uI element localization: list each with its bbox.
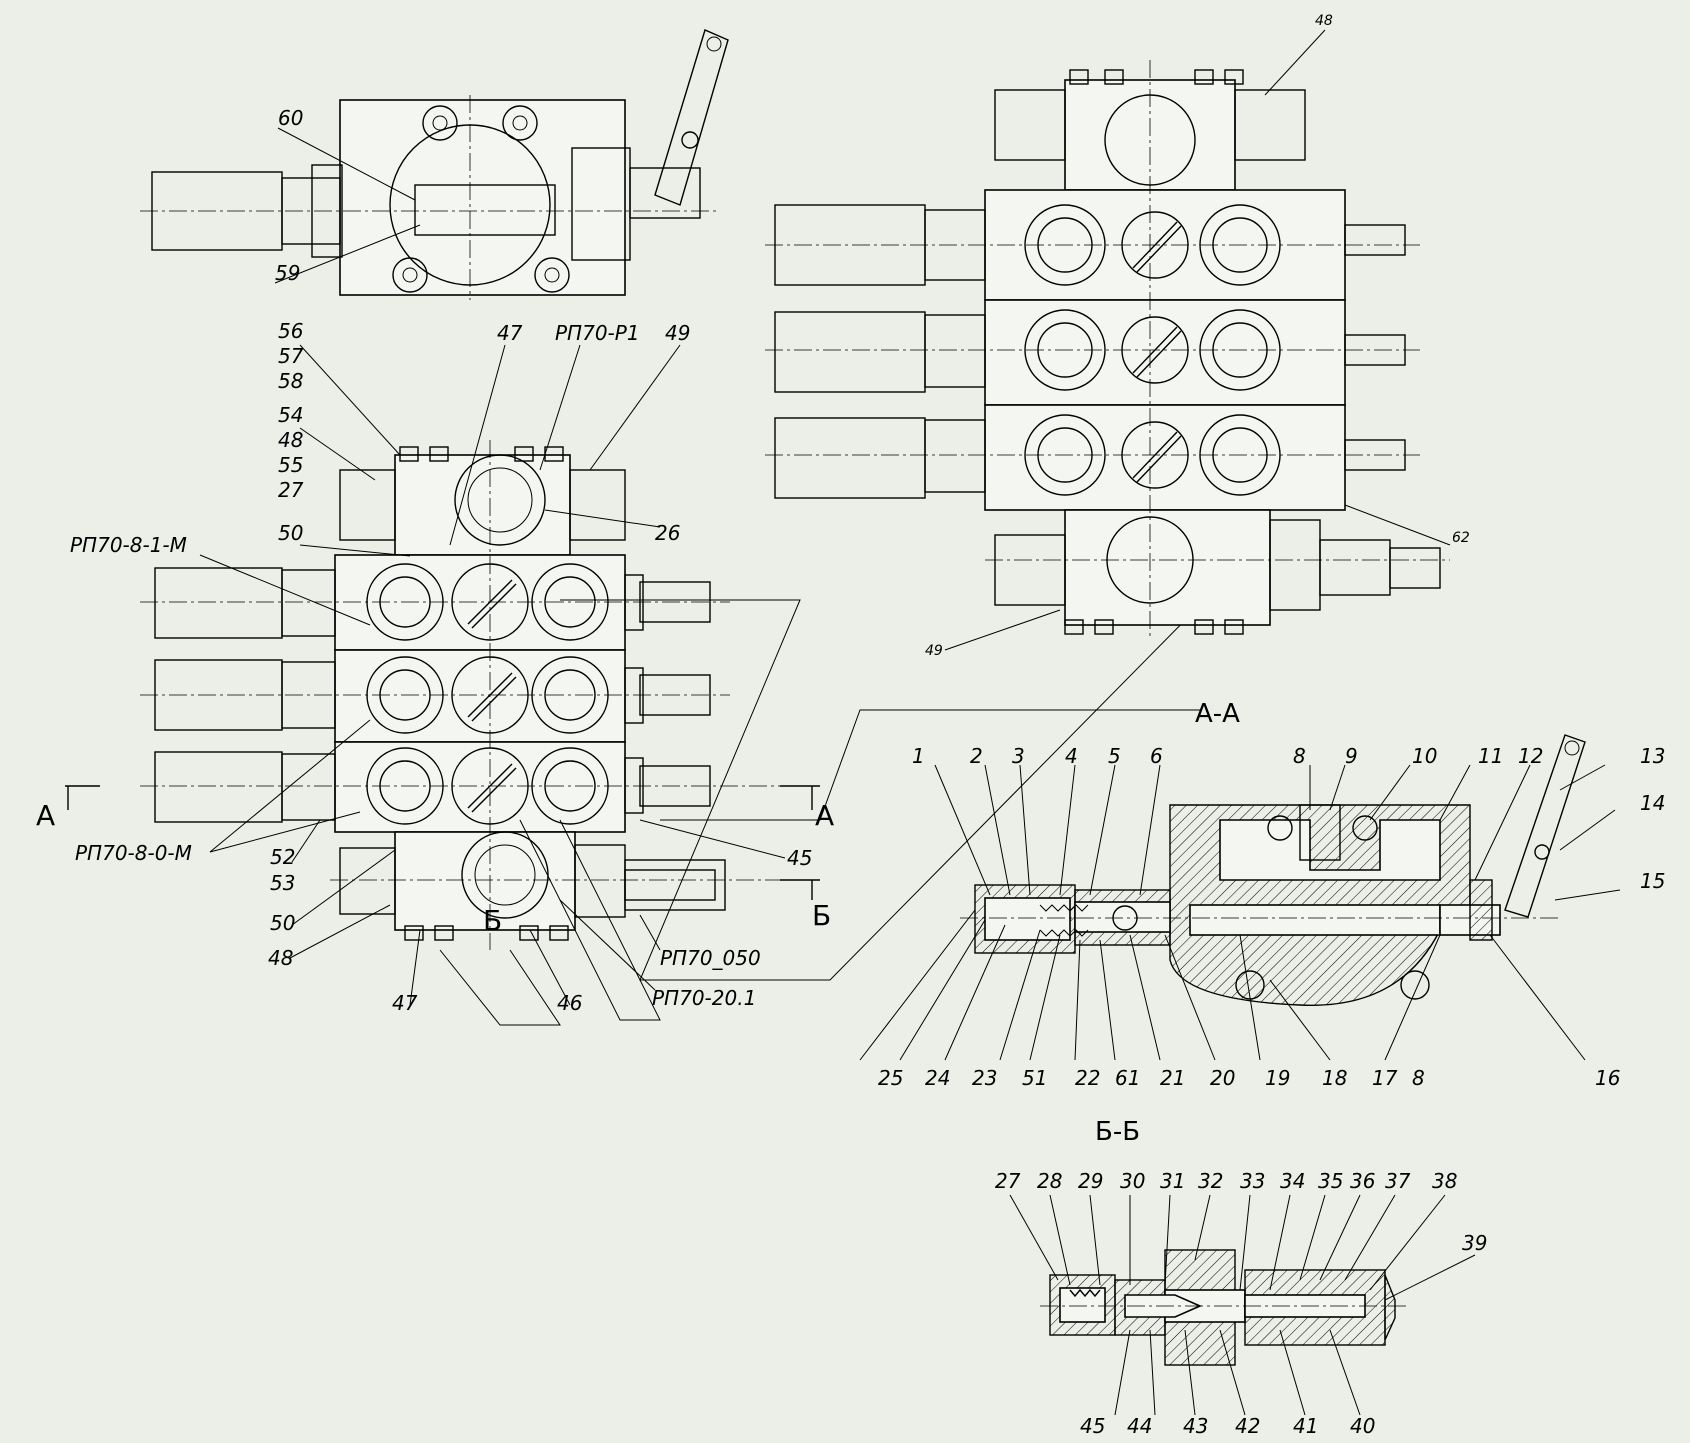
callout-aa-5: 5 [1108,744,1121,768]
section-block-3 [154,741,711,833]
callout-49: 49 [665,321,690,345]
callout-aa-17: 17 [1372,1066,1398,1090]
section-mark-a-right: А [815,799,834,832]
callout-bb-39: 39 [1462,1231,1487,1255]
callout-bb-34: 34 [1280,1169,1305,1193]
callout-bb-42: 42 [1235,1414,1260,1438]
callout-52: 52 [270,845,295,869]
callout-47-top: 47 [497,321,523,345]
callout-rp70-8-0-m: РП70-8-0-М [75,841,192,865]
callout-aa-20: 20 [1210,1066,1235,1090]
callout-bb-45: 45 [1080,1414,1105,1438]
callout-62: 62 [1452,530,1470,546]
callout-aa-61: 61 [1115,1066,1140,1090]
callout-aa-19: 19 [1265,1066,1290,1090]
callout-bb-44: 44 [1127,1414,1152,1438]
callout-aa-4: 4 [1065,744,1078,768]
callout-55: 55 [278,453,303,477]
top-view-callouts: 60 59 [274,106,421,285]
side-view [765,60,1450,640]
callout-bb-40: 40 [1350,1414,1375,1438]
callout-bb-35: 35 [1318,1169,1343,1193]
callout-bb-33: 33 [1240,1169,1265,1193]
callout-bb-37: 37 [1385,1169,1411,1193]
callout-bb-27: 27 [995,1169,1021,1193]
callout-bb-38: 38 [1432,1169,1457,1193]
section-aa-callouts: 1 2 3 4 5 6 8 9 10 11 12 13 14 15 16 8 1… [878,744,1665,1090]
section-bb-callouts: 27 28 29 30 31 32 33 34 35 36 37 38 39 4… [995,1169,1487,1438]
callout-aa-3: 3 [1012,744,1025,768]
callout-aa-24: 24 [925,1066,950,1090]
callout-rp70-20-1: РП70-20.1 [652,986,756,1010]
callout-48-bottom: 48 [268,946,293,970]
callout-bb-31: 31 [1160,1169,1185,1193]
section-block-2 [154,649,711,743]
callout-aa-10: 10 [1412,744,1437,768]
callout-54: 54 [278,403,303,427]
front-view [65,440,1206,1026]
callout-aa-2: 2 [970,744,983,768]
callout-bb-32: 32 [1198,1169,1223,1193]
section-mark-b-left: Б [483,904,502,937]
callout-aa-8-bottom: 8 [1412,1066,1425,1090]
side-block-3 [774,404,1406,511]
callout-bb-28: 28 [1037,1169,1062,1193]
side-block-2 [774,299,1406,406]
callout-rp70-r1: РП70-Р1 [555,321,640,345]
callout-aa-11: 11 [1478,744,1503,768]
callout-aa-18: 18 [1322,1066,1347,1090]
section-mark-b-right: Б [812,899,831,932]
callout-53: 53 [270,871,295,895]
side-view-callouts: 48 62 49 [925,13,1470,659]
callout-rp70-050: РП70_050 [660,946,761,970]
callout-bb-29: 29 [1078,1169,1103,1193]
callout-aa-8-top: 8 [1293,744,1306,768]
callout-aa-12: 12 [1518,744,1543,768]
callout-47-bottom: 47 [392,991,418,1015]
section-block-1 [154,554,711,651]
top-view [140,29,729,300]
callout-aa-14: 14 [1640,791,1665,815]
callout-bb-30: 30 [1120,1169,1145,1193]
callout-49-side: 49 [925,643,943,659]
section-bb [1009,1194,1476,1416]
callout-27: 27 [278,478,304,502]
callout-aa-15: 15 [1640,869,1665,893]
callout-aa-1: 1 [912,744,925,768]
section-mark-a-left: А [36,799,55,832]
callout-aa-9: 9 [1345,744,1358,768]
callout-aa-6: 6 [1150,744,1163,768]
section-title-aa: А-А [1195,699,1240,729]
callout-48-side: 48 [1315,13,1333,29]
callout-aa-22: 22 [1075,1066,1100,1090]
section-marks: А А Б Б А-А Б-Б [36,699,1240,1147]
callout-aa-16: 16 [1595,1066,1620,1090]
callout-aa-25: 25 [878,1066,903,1090]
callout-bb-36: 36 [1350,1169,1375,1193]
callout-50-bottom: 50 [270,911,295,935]
callout-aa-13: 13 [1640,744,1665,768]
callout-bb-43: 43 [1183,1414,1208,1438]
callout-58: 58 [278,369,303,393]
callout-48: 48 [278,428,303,452]
front-view-callouts: 56 57 58 54 48 55 27 50 47 РП70-Р1 49 26… [70,319,812,1015]
callout-56: 56 [278,319,303,343]
callout-26: 26 [655,521,680,545]
section-aa [859,734,1621,1061]
callout-bb-41: 41 [1293,1414,1318,1438]
callout-60: 60 [278,106,303,130]
section-title-bb: Б-Б [1095,1117,1140,1147]
callout-57: 57 [278,344,304,368]
callout-aa-23: 23 [972,1066,997,1090]
callout-50-top: 50 [278,521,303,545]
callout-aa-21: 21 [1160,1066,1185,1090]
callout-rp70-8-1-m: РП70-8-1-М [70,533,187,557]
callout-aa-51: 51 [1022,1066,1047,1090]
callout-46: 46 [557,991,582,1015]
callout-45: 45 [787,846,812,870]
